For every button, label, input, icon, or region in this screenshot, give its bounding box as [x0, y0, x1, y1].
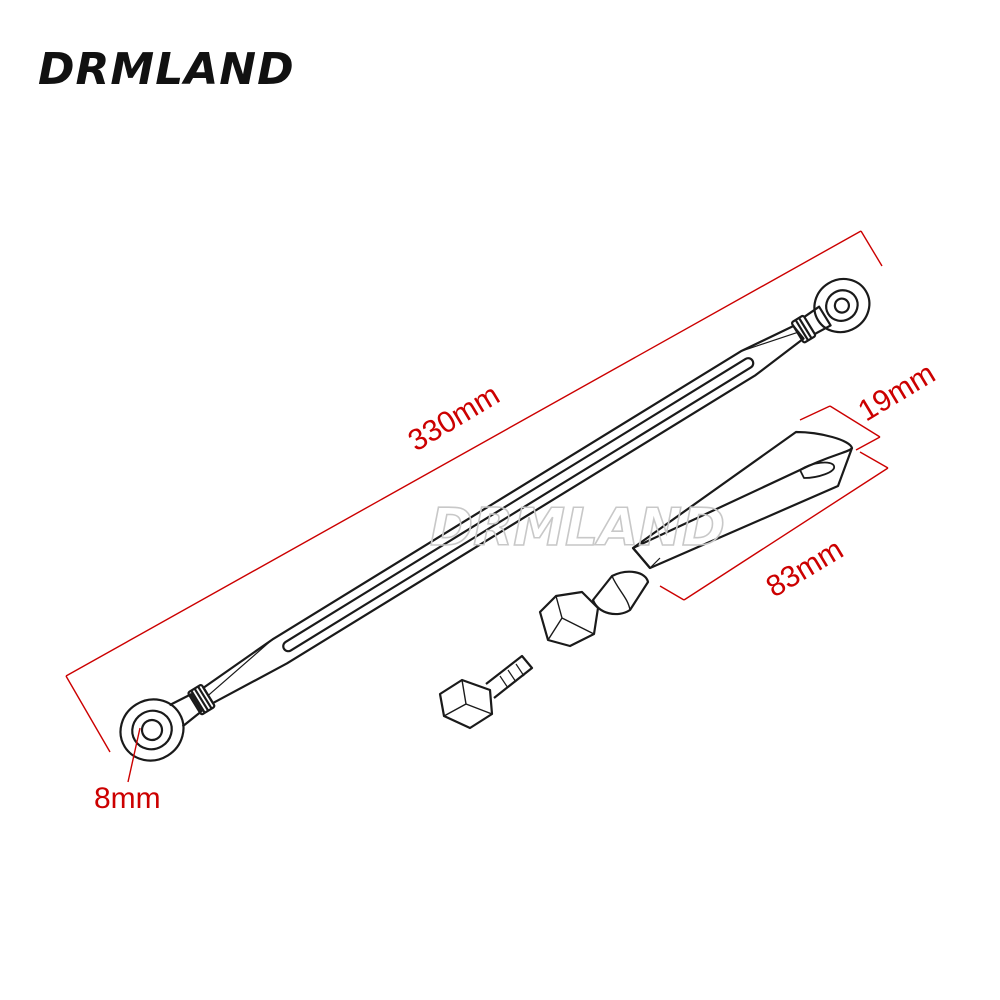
right-rod-end: [790, 277, 871, 344]
mounting-bolt: [438, 654, 534, 730]
eye-diameter-label: 8mm: [94, 782, 161, 815]
toe-peg: [631, 430, 854, 570]
overall-length-label: 330mm: [403, 378, 506, 458]
pivot-nut: [538, 570, 650, 648]
watermark: DRMLAND: [430, 498, 725, 558]
dimension-lines: [65, 230, 889, 783]
toe-peg-length-label: 83mm: [761, 533, 849, 604]
rod-slot: [282, 357, 755, 653]
rod-body: [202, 324, 805, 705]
brand-logo: DRMLAND: [38, 44, 295, 95]
shift-rod: [119, 277, 871, 762]
toe-peg-width-label: 19mm: [853, 357, 941, 428]
